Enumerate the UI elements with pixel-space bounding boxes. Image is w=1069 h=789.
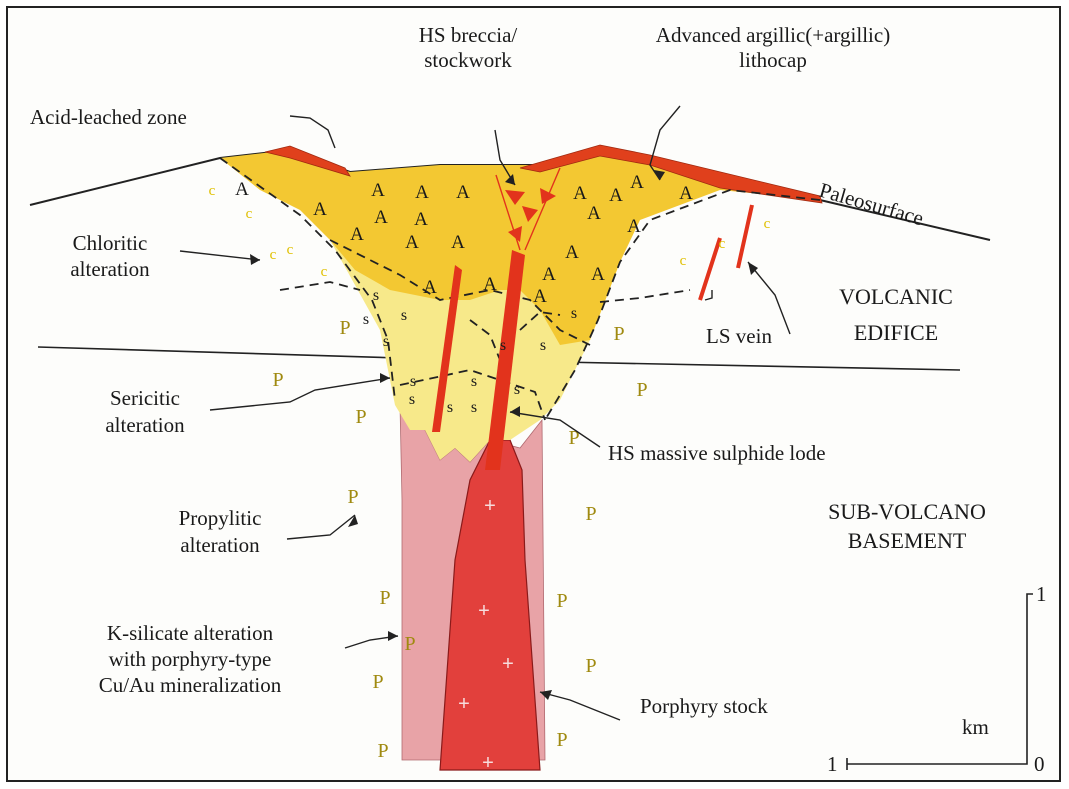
ls-vein-label: LS vein bbox=[706, 324, 772, 348]
symbol-a: A bbox=[456, 182, 470, 203]
symbol-c: c bbox=[246, 206, 253, 222]
symbol-a: A bbox=[573, 183, 587, 204]
volcanic-edifice-label-2: EDIFICE bbox=[854, 320, 938, 345]
symbol-p: P bbox=[568, 427, 579, 449]
symbol-a: A bbox=[630, 172, 644, 193]
symbol-a: A bbox=[415, 182, 429, 203]
symbol-s: s bbox=[514, 381, 520, 398]
volcanic-edifice-label: VOLCANIC bbox=[839, 284, 953, 309]
symbol-s: s bbox=[540, 337, 546, 354]
symbol-a: A bbox=[565, 242, 579, 263]
sub-volcano-label: SUB-VOLCANO bbox=[828, 499, 986, 524]
advanced-argillic-label: Advanced argillic(+argillic) bbox=[656, 23, 890, 47]
sericitic-label-2: alteration bbox=[105, 413, 185, 437]
symbol-c: c bbox=[287, 242, 294, 258]
symbol-a: A bbox=[405, 232, 419, 253]
symbol-a: A bbox=[542, 264, 556, 285]
symbol-s: s bbox=[471, 373, 477, 390]
symbol-p: P bbox=[272, 369, 283, 391]
sub-volcano-label-2: BASEMENT bbox=[848, 528, 967, 553]
porphyry-stock-label: Porphyry stock bbox=[640, 694, 768, 718]
symbol-p: P bbox=[556, 590, 567, 612]
symbol-c: c bbox=[764, 216, 771, 232]
symbol-p: P bbox=[404, 633, 415, 655]
symbol-s: s bbox=[471, 399, 477, 416]
scale-top-label: 1 bbox=[1036, 582, 1047, 606]
scale-bar: 1 0 1 km bbox=[827, 582, 1047, 776]
symbol-p: P bbox=[347, 486, 358, 508]
symbol-s: s bbox=[500, 337, 506, 354]
propylitic-label: Propylitic bbox=[179, 506, 262, 530]
symbol-p: P bbox=[372, 671, 383, 693]
chloritic-label: Chloritic bbox=[73, 231, 148, 255]
symbol-c: c bbox=[270, 247, 277, 263]
symbol-a: A bbox=[350, 224, 364, 245]
symbol-c: c bbox=[321, 264, 328, 280]
symbol-a: A bbox=[627, 216, 641, 237]
sericitic-label: Sericitic bbox=[110, 386, 180, 410]
hs-breccia-label-2: stockwork bbox=[424, 48, 512, 72]
symbol-s: s bbox=[401, 307, 407, 324]
symbol-plus: + bbox=[484, 495, 496, 517]
symbol-p: P bbox=[339, 317, 350, 339]
symbol-a: A bbox=[235, 179, 249, 200]
symbol-a: A bbox=[371, 180, 385, 201]
symbol-s: s bbox=[363, 311, 369, 328]
symbol-a: A bbox=[587, 203, 601, 224]
symbol-s: s bbox=[571, 305, 577, 322]
symbol-s: s bbox=[373, 287, 379, 304]
symbol-p: P bbox=[377, 740, 388, 762]
propylitic-label-2: alteration bbox=[180, 533, 260, 557]
symbol-plus: + bbox=[458, 693, 470, 715]
acid-leached-label: Acid-leached zone bbox=[30, 105, 187, 129]
scale-left-label: 1 bbox=[827, 752, 838, 776]
symbol-s: s bbox=[383, 333, 389, 350]
scale-unit-label: km bbox=[962, 715, 989, 739]
symbol-p: P bbox=[636, 379, 647, 401]
symbol-p: P bbox=[585, 655, 596, 677]
symbol-plus: + bbox=[482, 752, 494, 774]
k-silicate-label-2: with porphyry-type bbox=[109, 647, 272, 671]
hs-breccia-label: HS breccia/ bbox=[419, 23, 518, 47]
symbol-s: s bbox=[410, 373, 416, 390]
symbol-p: P bbox=[613, 323, 624, 345]
symbol-a: A bbox=[414, 209, 428, 230]
scale-bottom-label: 0 bbox=[1034, 752, 1045, 776]
symbol-p: P bbox=[556, 729, 567, 751]
advanced-argillic-label-2: lithocap bbox=[739, 48, 807, 72]
symbol-a: A bbox=[533, 286, 547, 307]
paleosurface-label: Paleosurface bbox=[817, 178, 927, 231]
symbol-s: s bbox=[409, 391, 415, 408]
symbol-p: P bbox=[355, 406, 366, 428]
symbol-c: c bbox=[719, 236, 726, 252]
k-silicate-label: K-silicate alteration bbox=[107, 621, 274, 645]
symbol-a: A bbox=[313, 199, 327, 220]
symbol-p: P bbox=[585, 503, 596, 525]
symbol-c: c bbox=[209, 183, 216, 199]
symbol-a: A bbox=[483, 274, 497, 295]
symbol-a: A bbox=[591, 264, 605, 285]
symbol-plus: + bbox=[502, 653, 514, 675]
symbol-a: A bbox=[609, 185, 623, 206]
symbol-s: s bbox=[447, 399, 453, 416]
symbol-a: A bbox=[374, 207, 388, 228]
symbol-a: A bbox=[679, 183, 693, 204]
symbol-a: A bbox=[423, 277, 437, 298]
symbol-plus: + bbox=[478, 600, 490, 622]
chloritic-label-2: alteration bbox=[70, 257, 150, 281]
symbol-c: c bbox=[680, 253, 687, 269]
k-silicate-label-3: Cu/Au mineralization bbox=[99, 673, 282, 697]
hs-massive-sulphide-label: HS massive sulphide lode bbox=[608, 441, 826, 465]
symbol-a: A bbox=[451, 232, 465, 253]
symbol-p: P bbox=[379, 587, 390, 609]
